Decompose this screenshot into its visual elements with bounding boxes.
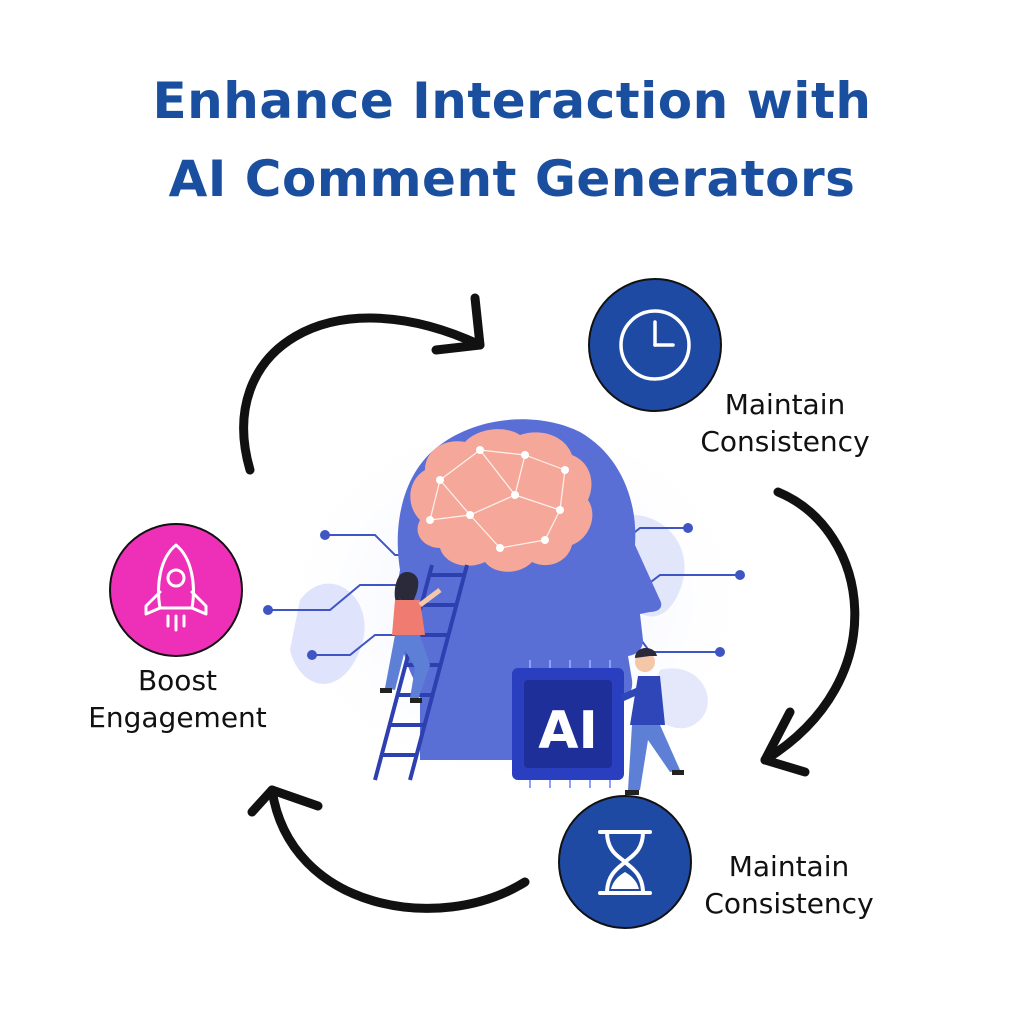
man-figure [620, 647, 684, 795]
ai-chip: AI [512, 660, 624, 788]
clock-icon [619, 309, 691, 381]
ai-chip-text: AI [538, 701, 598, 761]
label-clock-line-2: Consistency [700, 425, 870, 458]
label-rocket: Boost Engagement [70, 662, 285, 736]
node-clock [588, 278, 722, 412]
label-clock-line-1: Maintain [724, 388, 846, 421]
node-hourglass [558, 795, 692, 929]
brain-network-nodes [426, 446, 569, 552]
page-title: Enhance Interaction with AI Comment Gene… [0, 62, 1024, 218]
brain-network [429, 449, 566, 549]
node-rocket [109, 523, 243, 657]
label-rocket-line-1: Boost [137, 664, 218, 697]
arrowhead-right [760, 707, 810, 777]
cycle-arrows [239, 293, 860, 913]
arrow-right [760, 487, 860, 765]
circuit-nodes [263, 523, 745, 660]
arrowhead-top-left [431, 293, 485, 355]
label-hourglass-line-1: Maintain [728, 850, 850, 883]
arrowhead-bottom-left [247, 785, 323, 817]
hourglass-icon [598, 830, 652, 895]
label-clock: Maintain Consistency [680, 386, 890, 460]
label-rocket-line-2: Engagement [88, 701, 267, 734]
title-line-2: AI Comment Generators [168, 150, 856, 208]
label-hourglass-line-2: Consistency [704, 887, 874, 920]
arrow-top-left [239, 313, 485, 475]
woman-figure [380, 571, 442, 703]
arrow-bottom-left [267, 785, 530, 913]
label-hourglass: Maintain Consistency [684, 848, 894, 922]
rocket-icon [144, 543, 208, 632]
title-line-1: Enhance Interaction with [152, 72, 872, 130]
